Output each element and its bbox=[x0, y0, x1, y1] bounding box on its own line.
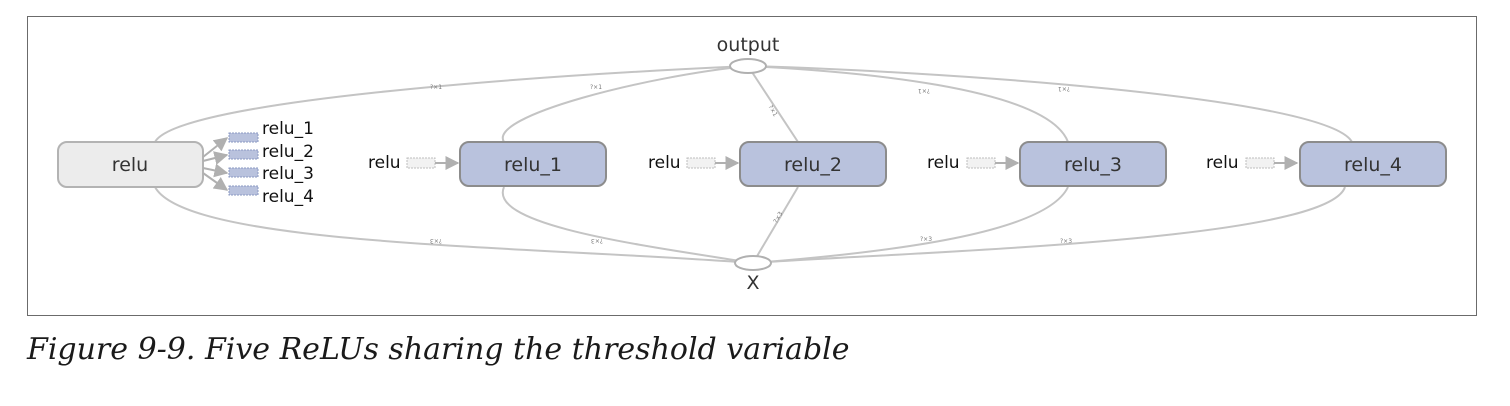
relu1-node[interactable] bbox=[459, 141, 607, 187]
relu4-node[interactable] bbox=[1299, 141, 1447, 187]
stub-box-4 bbox=[228, 185, 259, 196]
x-node: X bbox=[734, 255, 772, 294]
edge-x-relu3 bbox=[752, 186, 1069, 264]
relu4-group: relu relu_4 bbox=[1206, 141, 1447, 187]
edge-relu2-output bbox=[747, 65, 799, 143]
edge-label-relu1-output: ?×1 bbox=[590, 84, 602, 91]
edge-label-x-relu: ?×3 bbox=[430, 237, 442, 244]
output-node: output bbox=[717, 34, 780, 74]
edge-label-x-relu3: ?×3 bbox=[920, 236, 932, 243]
stub-arrow-2 bbox=[202, 151, 229, 165]
edge-relu1-output bbox=[501, 65, 749, 143]
x-ellipse bbox=[734, 255, 772, 271]
stub-box-1 bbox=[228, 132, 259, 143]
relu1-label: relu_1 bbox=[504, 154, 562, 176]
relu-graph: ?×1 ?×1 ?×1 ?×1 ?×1 ?×3 ?×3 ?×3 ?×3 ?×3 … bbox=[57, 34, 1447, 294]
edge-x-relu bbox=[154, 186, 754, 264]
edge-label-x-relu4: ?×3 bbox=[1060, 238, 1072, 245]
edges-to-output bbox=[154, 65, 1353, 143]
relu4-aux-label: relu bbox=[1206, 153, 1239, 173]
relu2-group: relu relu_2 bbox=[648, 141, 887, 187]
output-label: output bbox=[717, 34, 780, 56]
relu2-label: relu_2 bbox=[784, 154, 842, 176]
stub-label-4: relu_4 bbox=[262, 187, 314, 207]
relu-main-group: relu relu_1 relu_2 relu_3 relu_4 bbox=[57, 119, 314, 207]
stub-arrow-3 bbox=[202, 163, 229, 178]
stub-label-1: relu_1 bbox=[262, 119, 314, 139]
edge-label-relu2-output: ?×1 bbox=[767, 104, 779, 118]
edge-label-x-relu1: ?×3 bbox=[591, 237, 603, 244]
relu-main-node[interactable] bbox=[57, 141, 204, 188]
relu3-aux-label: relu bbox=[927, 153, 960, 173]
output-ellipse bbox=[729, 58, 767, 74]
edge-relu3-output bbox=[747, 65, 1069, 143]
edge-relu4-output bbox=[747, 65, 1353, 143]
stub-box-3 bbox=[228, 167, 259, 178]
figure-caption: Figure 9-9. Five ReLUs sharing the thres… bbox=[27, 332, 850, 367]
edges-from-x bbox=[154, 186, 1346, 264]
relu1-aux-label: relu bbox=[368, 153, 401, 173]
relu3-group: relu relu_3 bbox=[927, 141, 1167, 187]
edge-x-relu2 bbox=[752, 186, 799, 264]
relu2-node[interactable] bbox=[739, 141, 887, 187]
relu4-aux-box bbox=[1245, 157, 1275, 169]
stub-arrow-4 bbox=[202, 172, 229, 191]
stub-arrow-1 bbox=[202, 137, 229, 158]
relu2-aux-label: relu bbox=[648, 153, 681, 173]
relu3-node[interactable] bbox=[1019, 141, 1167, 187]
relu1-aux-box bbox=[406, 157, 436, 169]
edge-x-relu4 bbox=[752, 186, 1346, 264]
stub-box-2 bbox=[228, 149, 259, 160]
x-label: X bbox=[746, 272, 759, 294]
stub-label-3: relu_3 bbox=[262, 164, 314, 184]
edge-x-relu1 bbox=[501, 186, 754, 264]
relu3-label: relu_3 bbox=[1064, 154, 1122, 176]
relu4-label: relu_4 bbox=[1344, 154, 1402, 176]
relu-main-label: relu bbox=[112, 154, 148, 176]
stub-label-2: relu_2 bbox=[262, 142, 314, 162]
relu2-aux-box bbox=[686, 157, 716, 169]
relu3-aux-box bbox=[966, 157, 996, 169]
edge-label-relu4-output: ?×1 bbox=[1058, 85, 1070, 92]
edge-label-relu3-output: ?×1 bbox=[918, 87, 930, 94]
edge-relu-output bbox=[154, 65, 749, 143]
edge-label-relu-output: ?×1 bbox=[430, 84, 442, 91]
relu1-group: relu relu_1 bbox=[368, 141, 607, 187]
